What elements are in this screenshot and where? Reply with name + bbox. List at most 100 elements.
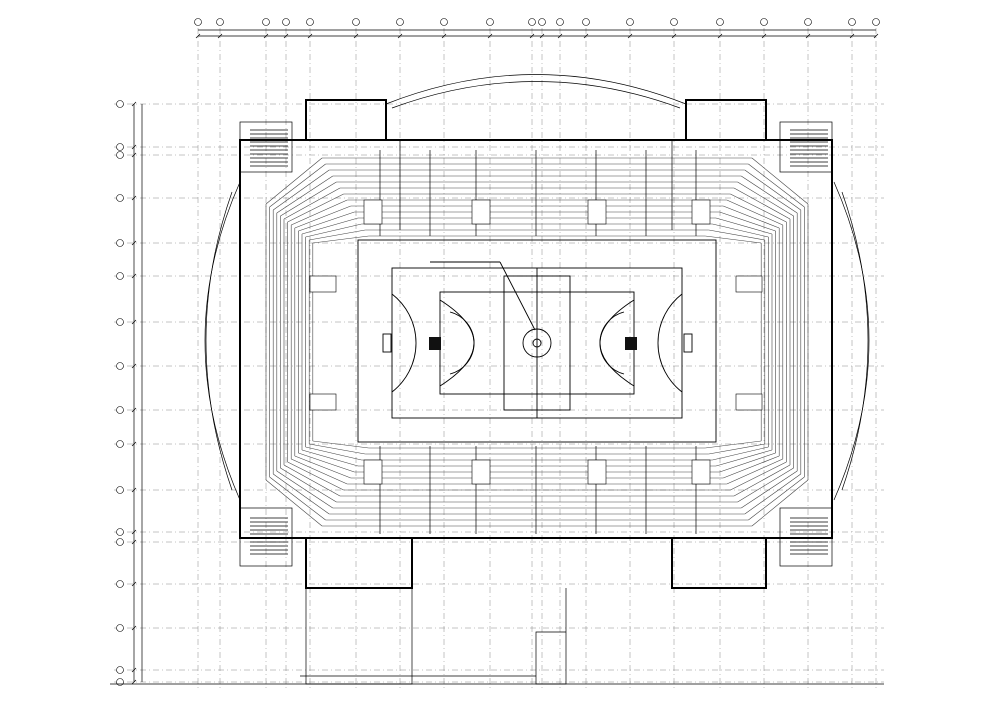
seat-row-corner — [312, 440, 369, 449]
seat-row-corner — [305, 446, 362, 461]
vomitory-opening — [471, 459, 491, 485]
seat-row-corner — [737, 467, 794, 503]
stair-icon-group — [250, 129, 828, 555]
seat-row-corner — [280, 181, 337, 217]
dimension-tick — [131, 667, 137, 673]
grid-bubble — [804, 18, 812, 26]
grid-bubble — [116, 318, 124, 326]
vomitory-opening — [363, 199, 383, 225]
dimension-tick — [131, 581, 137, 587]
seat-row-corner — [726, 458, 783, 485]
grid-bubble — [116, 272, 124, 280]
seat-row-corner — [744, 169, 801, 211]
vomitory-opening — [735, 393, 763, 411]
seat-row-corner — [294, 455, 351, 479]
seat-row-corner — [733, 464, 791, 497]
grid-bubble — [352, 18, 360, 26]
seat-row-corner — [273, 169, 330, 211]
seat-row-corner — [712, 223, 769, 238]
seat-row-corner — [730, 461, 787, 491]
dimension-tick — [849, 33, 855, 39]
dimension-tick — [131, 319, 137, 325]
seat-row-corner — [276, 175, 333, 214]
dimension-tick — [131, 152, 137, 158]
vomitory-opening — [735, 275, 763, 293]
grid-bubble — [116, 528, 124, 536]
seat-row-corner — [719, 452, 776, 473]
seat-row-corner — [712, 446, 769, 461]
grid-bubble — [538, 18, 546, 26]
grid-bubble — [116, 151, 124, 159]
grid-bubble — [116, 194, 124, 202]
dimension-tick — [131, 679, 137, 685]
top-dimension-string — [195, 29, 879, 39]
dimension-tick — [131, 407, 137, 413]
seat-row-corner — [730, 193, 787, 223]
grid-bubble — [116, 100, 124, 108]
seat-row-corner — [283, 464, 341, 497]
curved-facades — [204, 74, 870, 501]
seat-row-corner — [733, 187, 791, 220]
dimension-tick — [131, 195, 137, 201]
seat-row-corner — [723, 205, 780, 229]
grid-bubble — [306, 18, 314, 26]
seat-row-corner — [708, 443, 765, 455]
dimension-tick — [131, 240, 137, 246]
grid-bubble — [116, 624, 124, 632]
vomitory-opening — [309, 275, 337, 293]
dimension-tick — [539, 33, 545, 39]
grid-bubble — [116, 666, 124, 674]
seat-row-corner — [301, 449, 359, 467]
seat-row-corner — [301, 217, 359, 235]
building-outline — [110, 99, 884, 685]
seat-row-corner — [705, 440, 762, 449]
grid-bubble — [848, 18, 856, 26]
dimension-tick — [529, 33, 535, 39]
dimension-tick — [557, 33, 563, 39]
seat-row-corner — [741, 470, 798, 509]
seat-row-corner — [305, 223, 362, 238]
dimension-tick — [131, 101, 137, 107]
basketball-hoop-icon — [429, 337, 637, 350]
vomitory-opening — [691, 199, 711, 225]
dimension-tick — [307, 33, 313, 39]
seat-row-corner — [298, 452, 355, 473]
grid-bubble — [116, 440, 124, 448]
grid-bubble — [282, 18, 290, 26]
dimension-tick — [353, 33, 359, 39]
seat-row-corner — [705, 235, 762, 244]
grid-bubble — [216, 18, 224, 26]
grid-bubble — [262, 18, 270, 26]
dimension-tick — [131, 273, 137, 279]
vomitory-opening — [471, 199, 491, 225]
vomitory-opening — [587, 459, 607, 485]
seat-row-corner — [265, 479, 323, 527]
seat-row-corner — [312, 235, 369, 244]
seat-row-corner — [283, 187, 341, 220]
grid-bubble — [440, 18, 448, 26]
grid-bubble — [760, 18, 768, 26]
dimension-tick — [627, 33, 633, 39]
dimension-tick — [131, 625, 137, 631]
seat-row-corner — [287, 461, 344, 491]
dimension-tick — [397, 33, 403, 39]
grid-bubble — [716, 18, 724, 26]
dimension-tick — [583, 33, 589, 39]
vomitory-opening — [587, 199, 607, 225]
seat-row-corner — [741, 175, 798, 214]
grid-bubble — [872, 18, 880, 26]
left-dimension-string — [131, 101, 143, 685]
seat-row-corner — [309, 229, 366, 241]
seat-row-corner — [715, 217, 773, 235]
seat-row-corner — [294, 205, 351, 229]
seat-row-corner — [726, 199, 783, 226]
grid-bubble — [626, 18, 634, 26]
seat-row-corner — [280, 467, 337, 503]
seat-row-corner — [708, 229, 765, 241]
dimension-tick — [441, 33, 447, 39]
grid-bubble — [582, 18, 590, 26]
seat-row-corner — [751, 157, 809, 205]
dimension-tick — [761, 33, 767, 39]
seat-row-corner — [309, 443, 366, 455]
